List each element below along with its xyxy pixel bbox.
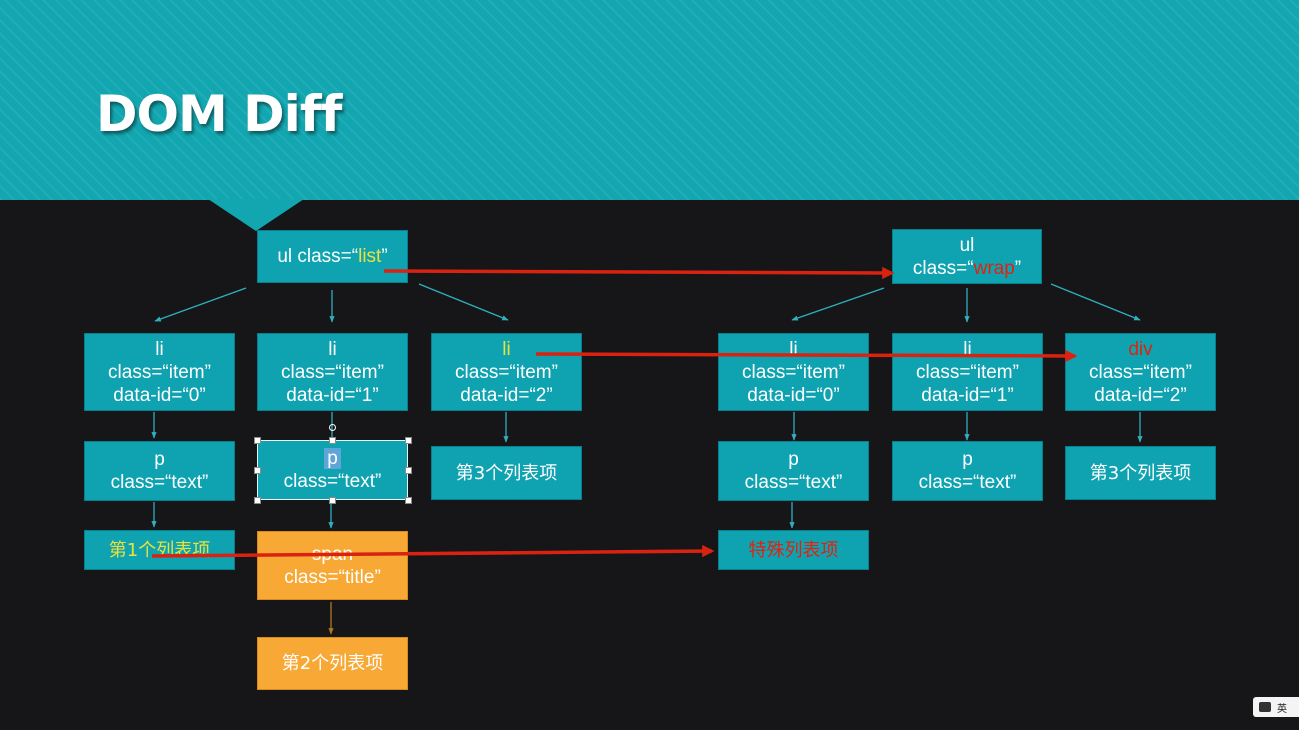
old-span-class: class=“title” (284, 566, 381, 588)
new-p0-class: class=“text” (744, 472, 843, 493)
edge-ul-li0-new (791, 287, 885, 321)
resize-handle-bm[interactable] (329, 497, 336, 504)
new-text0-label: 特殊列表项 (748, 539, 839, 561)
old-p0-class: class=“text” (110, 472, 209, 493)
old-ul-tag: ul (277, 246, 293, 267)
slide-title: DOM Diff (96, 85, 342, 143)
ime-indicator[interactable]: 英 (1253, 697, 1299, 717)
old-span-node: span class=“title” (257, 531, 408, 600)
edge-ul-li2-old (418, 283, 509, 321)
new-div2-data-id: data-id=“2” (1094, 384, 1187, 406)
resize-handle-ml[interactable] (254, 467, 261, 474)
new-li1-data-id: data-id=“1” (921, 384, 1014, 406)
new-p0-tag: p (788, 449, 799, 470)
ime-label: 英 (1277, 703, 1287, 715)
rotate-handle[interactable] (329, 424, 336, 431)
old-li1-tag: li (328, 338, 337, 360)
old-li0-class: class=“item” (108, 361, 211, 383)
old-text0-node: 第1个列表项 (84, 530, 235, 570)
old-p1-class: class=“text” (283, 471, 382, 492)
old-ul-node: ul class=“list” (257, 230, 408, 283)
new-ul-tag: ul (959, 234, 975, 256)
resize-handle-tr[interactable] (405, 437, 412, 444)
new-p1-tag: p (962, 449, 973, 470)
new-ul-node: ul class=“wrap” (892, 229, 1042, 284)
old-p1-node[interactable]: p class=“text” (257, 440, 408, 500)
new-text2-node: 第3个列表项 (1065, 446, 1216, 500)
new-div2-tag: div (1128, 338, 1153, 360)
old-span-tag: span (311, 543, 354, 565)
new-p0-node: p class=“text” (718, 441, 869, 501)
old-li0-node: li class=“item” data-id=“0” (84, 333, 235, 411)
new-text2-label: 第3个列表项 (1089, 462, 1192, 484)
old-p0-tag: p (154, 449, 165, 470)
old-p1-tag[interactable]: p (324, 448, 341, 469)
resize-handle-br[interactable] (405, 497, 412, 504)
new-p1-node: p class=“text” (892, 441, 1043, 501)
old-li2-class: class=“item” (455, 361, 558, 383)
old-li1-node: li class=“item” data-id=“1” (257, 333, 408, 411)
resize-handle-tl[interactable] (254, 437, 261, 444)
new-li1-class: class=“item” (916, 361, 1019, 383)
old-p1-tag-wrap: p (324, 447, 341, 470)
new-li0-tag: li (789, 338, 798, 360)
resize-handle-bl[interactable] (254, 497, 261, 504)
old-ul-attr-prefix: class=“ (297, 246, 359, 267)
old-text0-label: 第1个列表项 (108, 539, 211, 561)
old-li1-data-id: data-id=“1” (286, 384, 379, 406)
new-div2-node: div class=“item” data-id=“2” (1065, 333, 1216, 411)
old-li0-tag: li (155, 338, 164, 360)
new-ul-attr-prefix: class=“ (912, 257, 974, 279)
new-text0-node: 特殊列表项 (718, 530, 869, 570)
old-ul-label: ul class=“list” (277, 245, 387, 268)
old-ul-attr-suffix: ” (381, 246, 388, 267)
new-div2-class: class=“item” (1089, 361, 1192, 383)
slide-header: DOM Diff (0, 0, 1299, 200)
old-p0-node: p class=“text” (84, 441, 235, 501)
edge-ul-li0-old (154, 287, 247, 322)
old-li2-tag: li (502, 338, 511, 360)
new-li1-tag: li (963, 338, 972, 360)
old-li2-node: li class=“item” data-id=“2” (431, 333, 582, 411)
new-ul-attr: class=“wrap” (913, 257, 1021, 280)
header-notch (208, 199, 304, 231)
old-li1-class: class=“item” (281, 361, 384, 383)
old-li2-data-id: data-id=“2” (460, 384, 553, 406)
new-li0-data-id: data-id=“0” (747, 384, 840, 406)
new-li0-node: li class=“item” data-id=“0” (718, 333, 869, 411)
new-li0-class: class=“item” (742, 361, 845, 383)
keyboard-icon (1259, 702, 1271, 712)
old-text2-node: 第3个列表项 (431, 446, 582, 500)
old-text1-node: 第2个列表项 (257, 637, 408, 690)
new-li1-node: li class=“item” data-id=“1” (892, 333, 1043, 411)
old-text2-label: 第3个列表项 (455, 462, 558, 484)
resize-handle-tm[interactable] (329, 437, 336, 444)
new-ul-attr-suffix: ” (1014, 257, 1022, 279)
old-ul-attr-value: list (358, 246, 382, 267)
resize-handle-mr[interactable] (405, 467, 412, 474)
edge-ul-div2-new (1050, 283, 1141, 321)
old-text1-label: 第2个列表项 (281, 653, 384, 674)
new-p1-class: class=“text” (918, 472, 1017, 493)
old-li0-data-id: data-id=“0” (113, 384, 206, 406)
new-ul-attr-value: wrap (973, 257, 1015, 279)
